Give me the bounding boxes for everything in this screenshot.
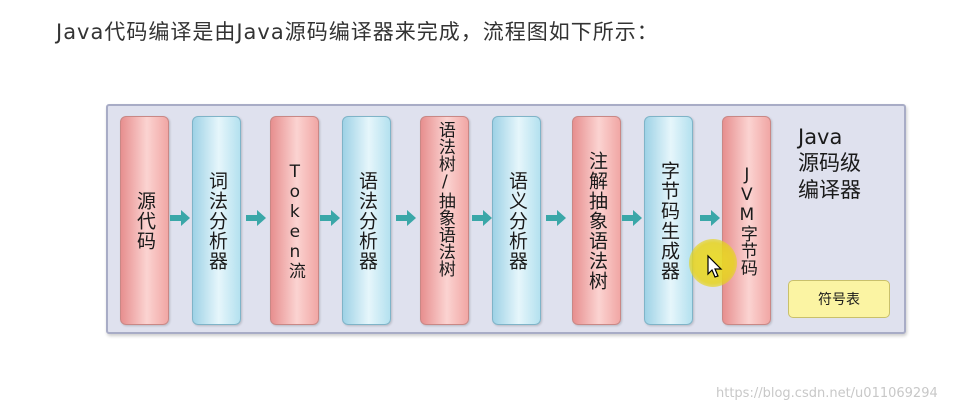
- compiler-flowchart: 源代码 词法分析器 Token流 语法分析器 语法树/抽象语法树 语义分析器 注…: [106, 104, 906, 334]
- flow-box-source-code: 源代码: [120, 116, 169, 325]
- compiler-title-line: 源码级: [798, 151, 861, 176]
- flow-arrow-icon: [546, 210, 566, 226]
- symbol-table-label: 符号表: [818, 292, 860, 308]
- symbol-table-box: 符号表: [788, 280, 890, 318]
- flow-box-lexer: 词法分析器: [192, 116, 241, 325]
- flow-arrow-icon: [472, 210, 492, 226]
- flow-arrow-icon: [622, 210, 642, 226]
- compiler-title: Java 源码级 编译器: [798, 124, 894, 203]
- mouse-cursor-icon: [707, 254, 723, 278]
- flow-box-label: JVM字节码: [736, 165, 757, 276]
- flow-box-label: 语义分析器: [505, 170, 528, 271]
- flow-box-parser: 语法分析器: [342, 116, 391, 325]
- flow-arrow-icon: [700, 210, 720, 226]
- compiler-title-line: Java: [798, 125, 843, 149]
- flow-box-label: 语法树/抽象语法树: [434, 120, 455, 277]
- flow-box-label: 语法分析器: [355, 170, 378, 271]
- flow-box-label: 词法分析器: [205, 170, 228, 271]
- flow-arrow-icon: [320, 210, 340, 226]
- flow-arrow-icon: [246, 210, 266, 226]
- watermark-url: https://blog.csdn.net/u011069294: [716, 386, 938, 401]
- flow-box-label: 注解抽象语法树: [585, 150, 608, 291]
- flow-box-syntax-tree: 语法树/抽象语法树: [420, 116, 469, 325]
- flow-arrow-icon: [170, 210, 190, 226]
- page-heading: Java代码编译是由Java源码编译器来完成，流程图如下所示：: [56, 20, 659, 44]
- flow-box-annotated-tree: 注解抽象语法树: [572, 116, 621, 325]
- flow-box-label: 源代码: [133, 190, 156, 251]
- flow-arrow-icon: [396, 210, 416, 226]
- flow-box-label: 字节码生成器: [657, 160, 680, 281]
- flow-box-bytecode-generator: 字节码生成器: [644, 116, 693, 325]
- flow-box-semantic-analyzer: 语义分析器: [492, 116, 541, 325]
- flow-box-token-stream: Token流: [270, 116, 319, 325]
- flow-box-label: Token流: [284, 162, 305, 279]
- flow-box-jvm-bytecode: JVM字节码: [722, 116, 771, 325]
- compiler-title-line: 编译器: [798, 177, 861, 202]
